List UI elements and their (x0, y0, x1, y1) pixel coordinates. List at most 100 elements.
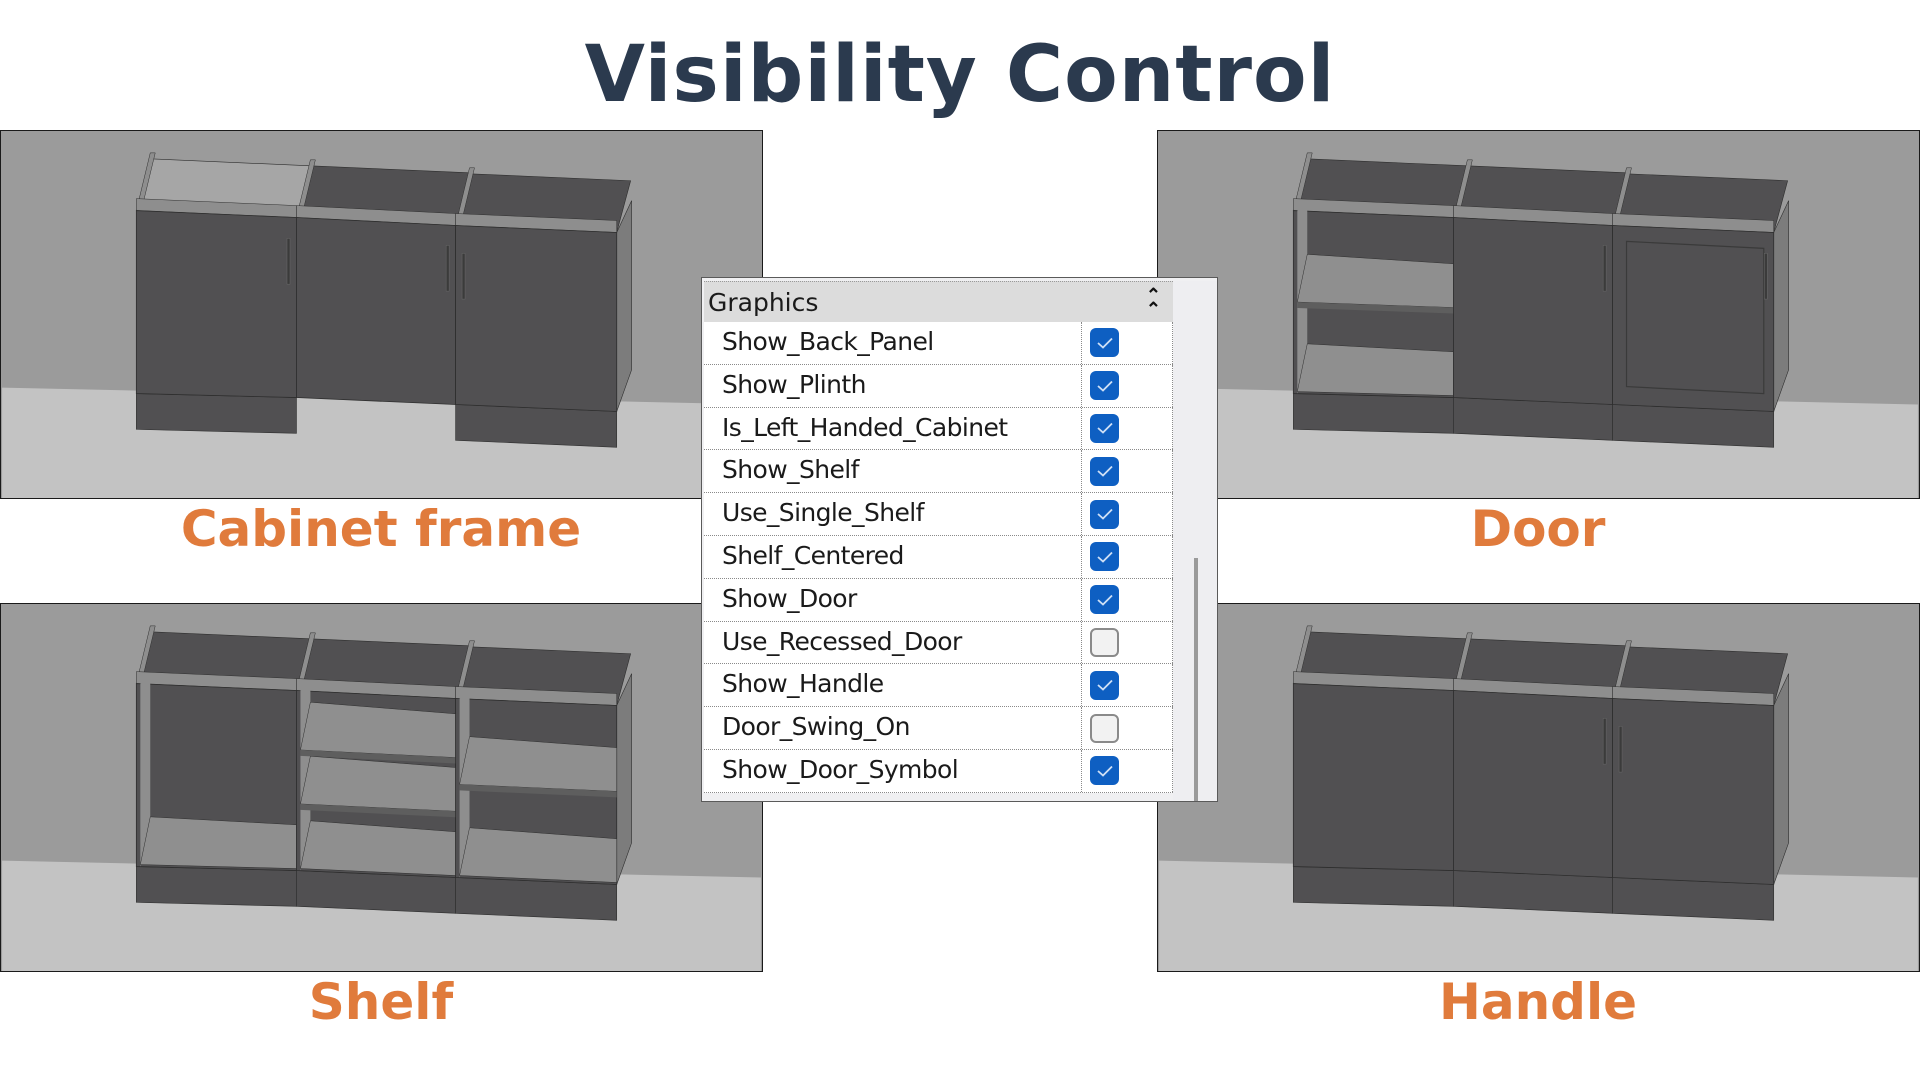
cabinet-shelf (1297, 254, 1454, 308)
cabinet-door (1612, 225, 1775, 412)
cabinet-bottom (1297, 343, 1454, 396)
cabinet-door (455, 225, 618, 412)
floor (2, 387, 761, 498)
checkmark-icon (1096, 680, 1113, 692)
parameter-name: Show_Door_Symbol (704, 749, 1082, 792)
recessed-door-frame (1625, 240, 1765, 395)
door-render (1159, 152, 1918, 498)
cabinet-frame-render (2, 152, 761, 498)
checkbox-door-swing-on[interactable] (1090, 713, 1119, 743)
parameters-table: Graphics ⌃⌃ Show_Back_Panel Show_Plinth … (704, 281, 1173, 793)
checkmark-icon (1096, 765, 1113, 777)
checkbox-show-door-symbol[interactable] (1090, 756, 1119, 786)
handle-render (1159, 625, 1918, 971)
checkbox-is-left-handed-cabinet[interactable] (1090, 413, 1119, 443)
cabinet-door (1453, 217, 1613, 405)
checkbox-show-door[interactable] (1090, 585, 1119, 615)
parameter-row: Shelf_Centered (704, 535, 1173, 579)
parameter-name: Use_Single_Shelf (704, 493, 1082, 535)
label-handle: Handle (1438, 973, 1638, 1031)
shelf-edge (1297, 302, 1454, 314)
checkmark-icon (1096, 380, 1113, 392)
shelf-edge (300, 749, 456, 764)
cabinet-plinth (455, 877, 618, 921)
door-handle (286, 238, 291, 285)
parameter-row: Show_Door (704, 578, 1173, 622)
cabinet-bottom (459, 827, 617, 883)
checkbox-use-recessed-door[interactable] (1090, 627, 1119, 657)
double-chevron-up-icon[interactable]: ⌃⌃ (1145, 285, 1161, 319)
parameter-name: Show_Plinth (704, 364, 1082, 407)
parameter-row: Use_Single_Shelf (704, 493, 1173, 536)
cabinet-plinth (1612, 404, 1775, 448)
checkmark-icon (1096, 594, 1113, 606)
cabinet-plinth (1612, 877, 1775, 921)
cabinet-plinth (136, 866, 297, 907)
checkmark-icon (1096, 551, 1113, 563)
group-header-graphics[interactable]: Graphics ⌃⌃ (704, 281, 1173, 322)
parameter-name: Shelf_Centered (704, 535, 1082, 578)
cabinet-bottom (140, 816, 297, 869)
shelf-edge (459, 784, 617, 798)
checkbox-use-single-shelf[interactable] (1090, 499, 1119, 529)
cabinet-plinth (136, 393, 297, 434)
parameter-row: Show_Door_Symbol (704, 749, 1173, 793)
cabinet-door (1453, 690, 1613, 878)
door-handle (1618, 726, 1623, 773)
cabinet-shelf (459, 736, 617, 792)
cabinet-plinth (1293, 866, 1454, 907)
cabinet-plinth (296, 870, 456, 914)
page-title: Visibility Control (584, 30, 1336, 120)
cabinet-door (296, 217, 456, 405)
parameter-row: Show_Plinth (704, 364, 1173, 408)
cabinet-plinth (455, 404, 618, 448)
scene-door (1157, 130, 1920, 499)
shelf-render (2, 625, 761, 971)
parameter-row: Is_Left_Handed_Cabinet (704, 407, 1173, 451)
door-handle (1602, 718, 1607, 765)
parameter-name: Show_Shelf (704, 450, 1082, 493)
group-label: Graphics (708, 287, 819, 317)
scene-shelf (0, 603, 763, 972)
parameter-row: Door_Swing_On (704, 707, 1173, 750)
cabinet-plinth (1453, 870, 1613, 914)
label-shelf: Shelf (308, 973, 454, 1031)
cabinet-inner-side (140, 677, 151, 867)
parameter-name: Use_Recessed_Door (704, 621, 1082, 664)
checkbox-show-handle[interactable] (1090, 670, 1119, 700)
door-handle (1764, 253, 1768, 300)
cabinet-plinth (1293, 393, 1454, 434)
parameter-row: Show_Shelf (704, 450, 1173, 494)
label-cabinet-frame: Cabinet frame (180, 500, 582, 558)
scrollbar-thumb[interactable] (1194, 558, 1198, 801)
parameter-row: Use_Recessed_Door (704, 621, 1173, 665)
parameter-name: Show_Handle (704, 664, 1082, 707)
door-handle (445, 245, 450, 292)
door-handle (461, 253, 466, 300)
scene-cabinet-frame (0, 130, 763, 499)
cabinet-plinth (1453, 397, 1613, 441)
checkmark-icon (1096, 337, 1113, 349)
parameter-name: Show_Back_Panel (704, 322, 1082, 364)
checkbox-shelf-centered[interactable] (1090, 542, 1119, 572)
scene-handle (1157, 603, 1920, 972)
checkbox-show-shelf[interactable] (1090, 456, 1119, 486)
cabinet-door (1292, 683, 1454, 871)
shelf-edge (300, 803, 456, 818)
properties-panel: Graphics ⌃⌃ Show_Back_Panel Show_Plinth … (701, 277, 1218, 802)
checkmark-icon (1096, 508, 1113, 520)
checkmark-icon (1096, 466, 1113, 478)
cabinet-side-panel (616, 673, 632, 885)
door-handle (1602, 245, 1607, 292)
parameter-row: Show_Handle (704, 664, 1173, 708)
cabinet-door (135, 210, 297, 398)
cabinet-side-panel (1773, 200, 1789, 412)
label-door: Door (1470, 500, 1606, 558)
cabinet-door (1612, 698, 1775, 885)
checkbox-show-plinth[interactable] (1090, 371, 1119, 401)
cabinet-side-panel (1773, 673, 1789, 885)
checkmark-icon (1096, 423, 1113, 435)
parameter-row: Show_Back_Panel (704, 322, 1173, 365)
checkbox-show-back-panel[interactable] (1090, 328, 1119, 358)
parameter-name: Door_Swing_On (704, 707, 1082, 749)
